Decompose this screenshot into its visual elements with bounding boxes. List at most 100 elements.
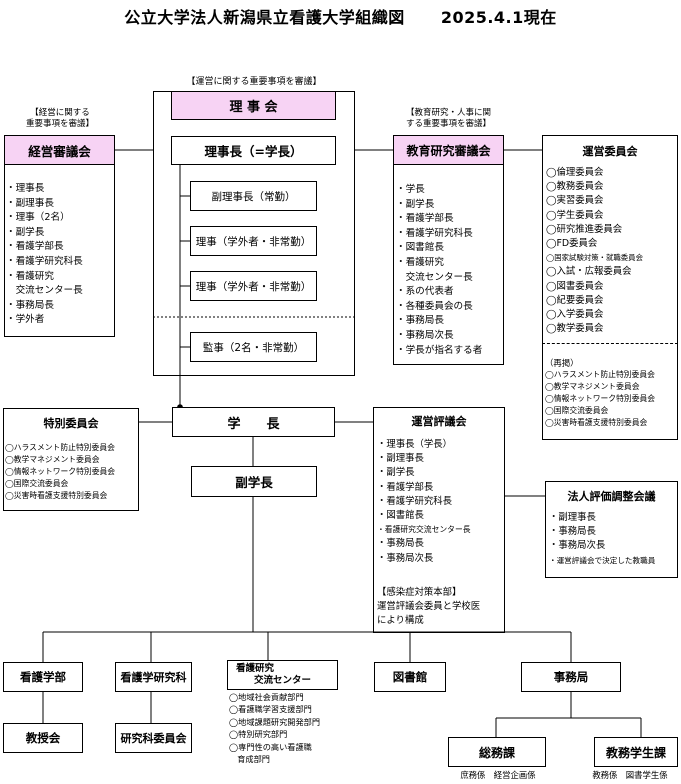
operations-committee-item: ◯紀要委員会: [546, 294, 604, 306]
title-org: 公立大学法人新潟県立看護大学組織図: [124, 8, 405, 27]
special-committee-item: ◯教学マネジメント委員会: [5, 455, 100, 464]
operations-reprint-list: （再掲） ◯ハラスメント防止特別委員会 ◯教学マネジメント委員会 ◯情報ネットワ…: [545, 357, 655, 429]
operations-council-member: ・事務局次長: [377, 552, 434, 564]
special-committee-title: 特別委員会: [43, 417, 99, 430]
management-council-member: 交流センター長: [6, 285, 83, 297]
director-box-2: 理事（学外者・非常勤）: [190, 271, 317, 301]
operations-council-member: ・図書館長: [377, 510, 424, 522]
board-of-directors: 理 事 会: [171, 91, 336, 120]
library-box: 図書館: [374, 662, 446, 692]
operations-council-member: ・副理事長: [377, 453, 424, 465]
research-center-division: ◯特別研究部門: [229, 729, 288, 740]
research-center-division: ◯看護職学習支援部門: [229, 704, 312, 715]
research-center-divisions: ◯地域社会貢献部門 ◯看護職学習支援部門 ◯地域課題研究開発部門 ◯特別研究部門…: [229, 691, 320, 765]
evaluation-meeting-member: ・運営評議会で決定した教職員: [549, 555, 656, 565]
management-council-title: 経営審議会: [4, 135, 115, 165]
operations-council-member: ・看護研究交流センター長: [377, 525, 471, 535]
vice-chairman-box: 副理事長（常勤）: [190, 181, 317, 211]
operations-council-title: 運営評議会: [411, 415, 467, 428]
management-council-member: ・理事長: [6, 183, 45, 194]
special-committee-item: ◯災害時看護支援特別委員会: [5, 491, 108, 500]
management-council-member: ・副理事長: [6, 197, 54, 209]
management-council-note: 【経営に関する 重要事項を審議】: [25, 108, 94, 129]
evaluation-meeting-member: ・事務局長: [549, 526, 596, 538]
education-council-member: ・系の代表者: [396, 286, 454, 298]
education-council-member: ・図書館長: [396, 242, 444, 254]
operations-committee-item: ◯入試・広報委員会: [546, 266, 632, 278]
operations-council-member: ・看護学部長: [377, 481, 434, 493]
management-council-member: ・事務局長: [6, 299, 54, 311]
operations-committee-item: ◯教学委員会: [546, 323, 604, 335]
nursing-faculty-box: 看護学部: [3, 662, 83, 692]
reprint-item: ◯情報ネットワーク特別委員会: [545, 394, 656, 403]
operations-council-members: ・理事長（学長） ・副理事長 ・副学長 ・看護学部長 ・看護学研究科長 ・図書館…: [377, 438, 471, 566]
operations-council-member: ・看護学研究科長: [377, 495, 453, 507]
operations-council-member: ・副学長: [377, 467, 415, 479]
education-council-member: ・各種委員会の長: [396, 300, 473, 312]
management-council-member: ・看護学研究科長: [6, 255, 83, 267]
reprint-item: ◯災害時看護支援特別委員会: [545, 418, 648, 427]
operations-committee-item: ◯倫理委員会: [546, 167, 604, 178]
education-council-member: ・副学長: [396, 198, 435, 210]
management-council-member: ・学外者: [6, 314, 45, 326]
research-center-division: ◯地域課題研究開発部門: [229, 716, 321, 727]
infection-control-text: 運営評議会委員と学校医: [377, 601, 481, 613]
reprint-item: ◯教学マネジメント委員会: [545, 382, 640, 391]
education-council-member: ・事務局次長: [396, 329, 454, 341]
operations-committee-item: ◯FD委員会: [546, 238, 598, 250]
title-date: 2025.4.1現在: [440, 8, 557, 27]
research-center-title-1: 看護研究: [236, 663, 275, 674]
auditor-box: 監事（2名・非常勤）: [190, 332, 317, 362]
evaluation-meeting-members: ・副理事長 ・事務局長 ・事務局次長 ・運営評議会で決定した教職員: [549, 511, 655, 568]
education-council-member: 交流センター長: [396, 271, 473, 283]
research-center-division: 育成部門: [229, 754, 270, 765]
special-committee-list: ◯ハラスメント防止特別委員会 ◯教学マネジメント委員会 ◯情報ネットワーク特別委…: [5, 442, 115, 502]
management-council-members: ・理事長 ・副理事長 ・理事（2名） ・副学長 ・看護学部長 ・看護学研究科長 …: [6, 182, 83, 328]
reprint-heading: （再掲）: [545, 358, 579, 368]
education-council-member: ・学長が指名する者: [396, 344, 483, 356]
operations-committee-item: ◯図書委員会: [546, 280, 604, 292]
general-affairs-sections: 庶務係 経営企画係: [460, 770, 536, 780]
special-committee-item: ◯ハラスメント防止特別委員会: [5, 443, 115, 452]
reprint-item: ◯国際交流委員会: [545, 406, 609, 415]
page-title: 公立大学法人新潟県立看護大学組織図 2025.4.1現在: [0, 4, 681, 28]
director-box-1: 理事（学外者・非常勤）: [190, 226, 317, 256]
infection-control-text: により構成: [377, 615, 424, 627]
operations-council-member: ・事務局長: [377, 538, 424, 550]
vice-president-box: 副学長: [191, 466, 317, 497]
faculty-council-box: 教授会: [3, 723, 83, 753]
evaluation-meeting-title: 法人評価調整会議: [567, 490, 656, 503]
president-box: 学 長: [172, 407, 335, 437]
academic-affairs-sections: 教務係 図書学生係: [592, 770, 668, 780]
management-council-member: ・看護学部長: [6, 241, 64, 253]
research-center-division: ◯専門性の高い看護職: [229, 741, 312, 752]
general-affairs-box: 総務課: [448, 737, 546, 767]
secretariat-box: 事務局: [521, 662, 621, 692]
operations-committee-item: ◯教務委員会: [546, 181, 604, 193]
education-council-member: ・看護学研究科長: [396, 227, 473, 239]
evaluation-meeting-member: ・副理事長: [549, 512, 596, 523]
operations-committee-frame: [542, 135, 678, 440]
education-council-member: ・学長: [396, 184, 425, 195]
operations-committee-title: 運営委員会: [582, 145, 638, 158]
research-center-title-2: 交流センター: [253, 675, 311, 686]
special-committee-item: ◯情報ネットワーク特別委員会: [5, 467, 116, 476]
operations-committee-item: ◯研究推進委員会: [546, 223, 623, 235]
operations-council-frame: [373, 407, 505, 633]
management-council-member: ・看護研究: [6, 270, 54, 282]
education-council-member: ・事務局長: [396, 315, 444, 327]
operations-council-member: ・理事長（学長）: [377, 439, 453, 450]
board-note: 【運営に関する重要事項を審議】: [186, 77, 322, 87]
academic-affairs-box: 教務学生課: [594, 737, 678, 767]
special-committee-item: ◯国際交流委員会: [5, 479, 69, 488]
operations-committee-item: ◯国家試験対策・就職委員会: [546, 253, 643, 263]
reprint-item: ◯ハラスメント防止特別委員会: [545, 370, 655, 379]
operations-committee-list: ◯倫理委員会 ◯教務委員会 ◯実習委員会 ◯学生委員会 ◯研究推進委員会 ◯FD…: [546, 166, 643, 336]
education-council-member: ・看護研究: [396, 256, 444, 268]
research-center-division: ◯地域社会貢献部門: [229, 692, 304, 702]
management-council-member: ・副学長: [6, 226, 45, 238]
graduate-committee-box: 研究科委員会: [115, 723, 192, 753]
infection-control-section: 【感染症対策本部】 運営評議会委員と学校医 により構成: [377, 586, 480, 629]
operations-committee-item: ◯実習委員会: [546, 195, 604, 207]
infection-control-heading: 【感染症対策本部】: [377, 587, 462, 598]
